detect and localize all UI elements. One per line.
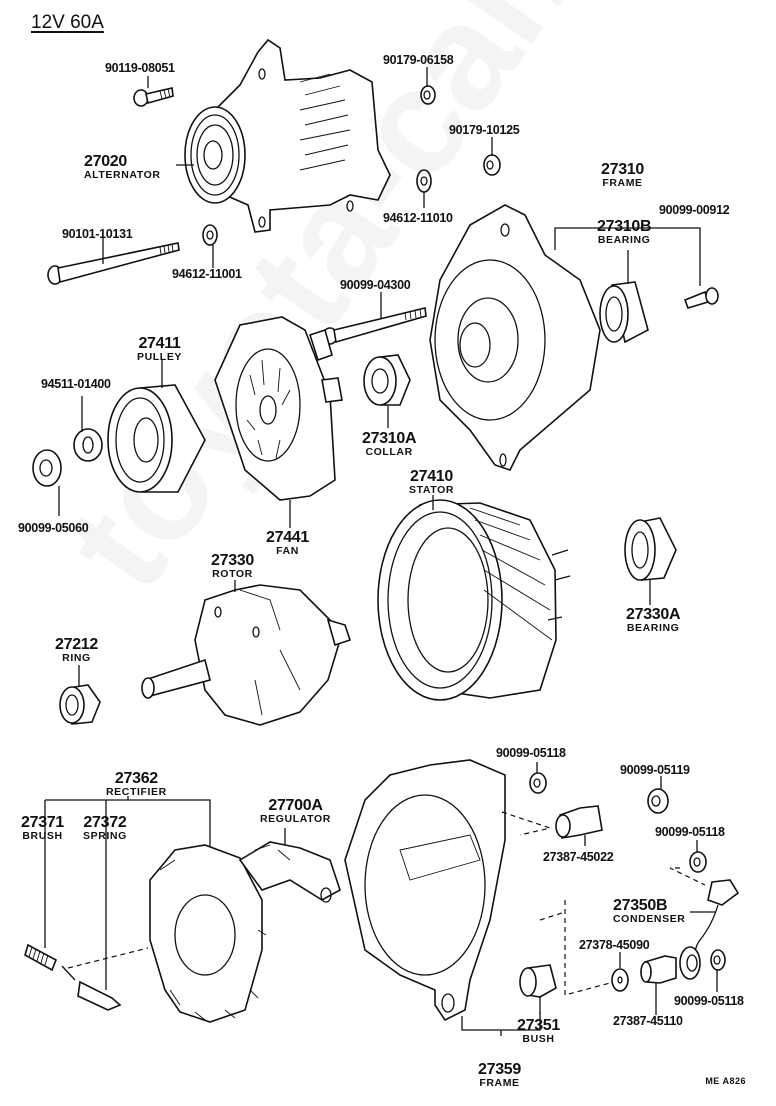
brush-27371[interactable] [61, 965, 122, 1011]
diagram-title: 12V 60A [31, 12, 104, 33]
nut-90099-05118-c[interactable] [710, 949, 726, 971]
label-90099-05119: 90099-05119 [620, 763, 690, 777]
label-90099-05118-c: 90099-05118 [674, 994, 744, 1008]
nut-90099-05118-a[interactable] [529, 772, 547, 794]
frame-drive-end-part[interactable] [429, 204, 601, 471]
bearing-27310B[interactable] [599, 281, 649, 344]
label-90179-06158: 90179-06158 [383, 53, 454, 67]
label-90099-05060: 90099-05060 [18, 521, 89, 535]
label-90179-10125: 90179-10125 [449, 123, 520, 137]
regulator-27700A[interactable] [238, 841, 341, 903]
nut-90099-05060[interactable] [32, 449, 62, 487]
nut-90099-05119[interactable] [647, 788, 669, 814]
bush-27351[interactable] [519, 964, 557, 998]
label-90099-05118-b: 90099-05118 [655, 825, 725, 839]
spring-27372[interactable] [24, 943, 58, 972]
label-90099-04300: 90099-04300 [340, 278, 411, 292]
washer-94612-11010[interactable] [416, 169, 432, 193]
label-94511-01400: 94511-01400 [41, 377, 111, 391]
bearing-27330A[interactable] [624, 517, 677, 581]
fan-27441[interactable] [214, 316, 343, 501]
label-27387-45022: 27387-45022 [543, 850, 614, 864]
pulley-27411[interactable] [107, 384, 206, 493]
bolt-90119-08051[interactable] [133, 87, 174, 107]
collar-27310A[interactable] [363, 354, 411, 406]
drawing-code: ME A826 [705, 1076, 746, 1086]
ring-27212[interactable] [59, 684, 101, 725]
label-94612-11001: 94612-11001 [172, 267, 242, 281]
washer-94511-01400[interactable] [73, 428, 103, 462]
label-90101-10131: 90101-10131 [62, 227, 133, 241]
stator-27410[interactable] [377, 499, 571, 701]
nut-90099-05118-b[interactable] [689, 851, 707, 873]
frame-rear-part[interactable] [344, 759, 506, 1022]
label-27387-45110: 27387-45110 [613, 1014, 683, 1028]
nut-90179-10125[interactable] [483, 154, 501, 176]
through-bolt-90099-04300[interactable] [322, 307, 427, 345]
washer-94612-11001[interactable] [202, 224, 218, 246]
through-bolt-90101-10131[interactable] [47, 242, 180, 285]
rotor-27330[interactable] [141, 584, 352, 726]
screw-90099-00912[interactable] [683, 287, 719, 309]
label-90099-00912: 90099-00912 [659, 203, 730, 217]
label-90119-08051: 90119-08051 [105, 61, 175, 75]
label-27378-45090: 27378-45090 [579, 938, 650, 952]
washer-27378-45090[interactable] [611, 968, 629, 992]
condenser-27350B[interactable] [679, 879, 740, 980]
label-90099-05118-a: 90099-05118 [496, 746, 566, 760]
insulator-27387-45022[interactable] [555, 805, 603, 839]
insulator-27387-45110[interactable] [640, 955, 677, 984]
label-94612-11010: 94612-11010 [383, 211, 453, 225]
alternator-part[interactable] [184, 38, 391, 233]
rectifier-27362[interactable] [149, 844, 267, 1023]
nut-90179-06158[interactable] [420, 85, 436, 105]
